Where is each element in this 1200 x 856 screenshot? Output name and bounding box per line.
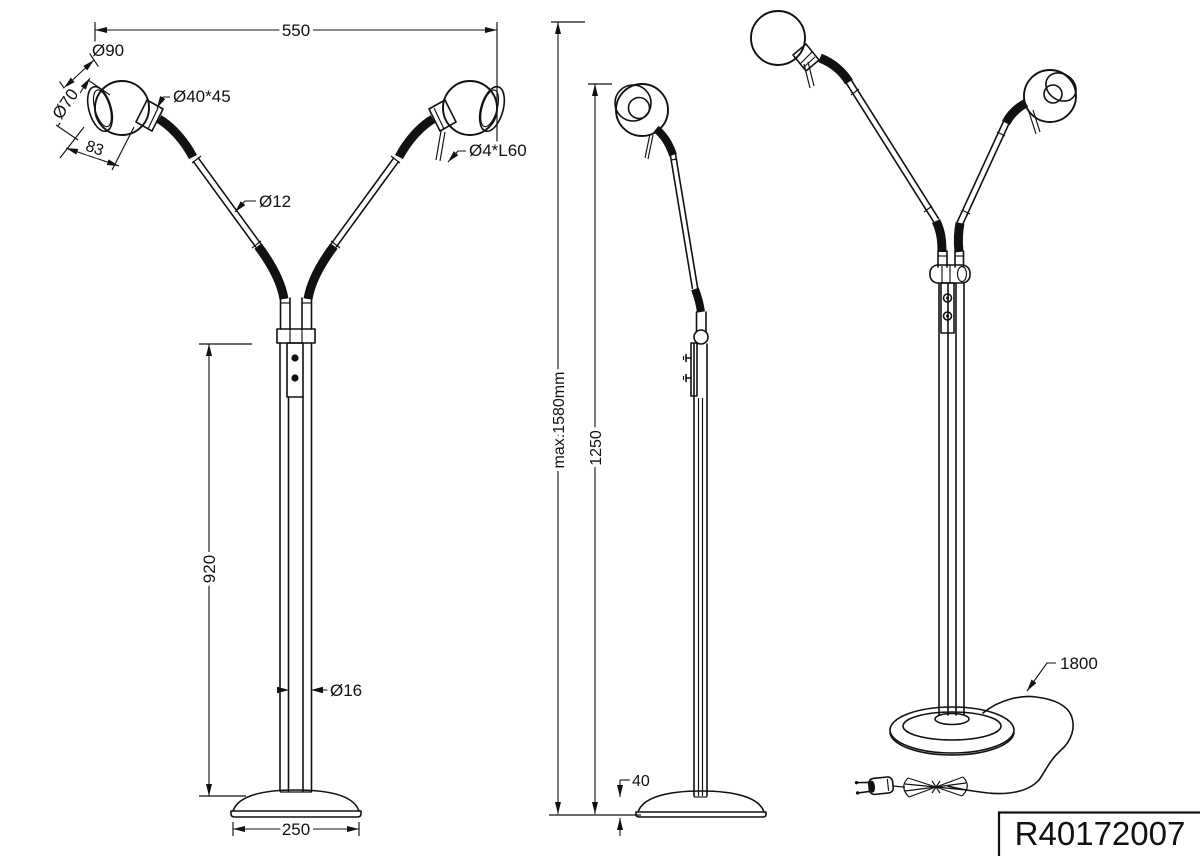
dim-d90-label: Ø90 xyxy=(92,41,124,60)
arm-tube xyxy=(845,82,935,223)
front-right-lamp-head xyxy=(301,80,506,330)
dim-16: Ø16 xyxy=(277,678,366,704)
arm-clamp xyxy=(276,328,316,344)
gooseneck-upper xyxy=(818,53,853,85)
adjust-pin xyxy=(644,133,651,159)
dim-1250-label: 1250 xyxy=(588,430,605,466)
adjust-pin xyxy=(803,63,811,89)
side-base xyxy=(635,790,767,818)
base-dome xyxy=(637,790,765,813)
dim-1800: 1800 xyxy=(1026,651,1101,692)
dim-pin-label: Ø4*L60 xyxy=(469,141,527,160)
adjust-pin xyxy=(435,130,442,161)
arm-tube xyxy=(335,161,400,248)
base-dome xyxy=(232,789,360,812)
dim-920-label: 920 xyxy=(200,555,219,583)
persp-pole xyxy=(929,264,971,716)
gooseneck-lower xyxy=(691,287,705,313)
gooseneck-upper xyxy=(156,115,197,160)
adjust-pin xyxy=(1028,111,1037,135)
switch-plate xyxy=(286,342,304,398)
part-number-box: R40172007 xyxy=(997,811,1200,856)
persp-right-lamp-head xyxy=(953,69,1077,268)
gooseneck-lower xyxy=(953,222,965,253)
pole-collar xyxy=(934,712,970,726)
arm-tube xyxy=(956,121,1005,223)
switch-plate xyxy=(690,342,698,397)
switch-button-2 xyxy=(942,311,953,321)
cord-coil xyxy=(892,776,968,798)
perspective-view: 1800 xyxy=(750,10,1101,798)
dim-d70-label: Ø70 xyxy=(49,85,83,122)
dim-max-height-label: max.1580mm xyxy=(551,372,568,469)
dim-550: 550 xyxy=(94,18,498,152)
front-view: 550 xyxy=(45,18,530,843)
dim-1250: 1250 xyxy=(585,83,612,814)
gooseneck-upper xyxy=(653,125,677,157)
side-view: max.1580mm 1250 xyxy=(548,21,767,836)
switch-button-1 xyxy=(291,354,299,362)
switch-button-2 xyxy=(291,374,299,382)
persp-left-lamp-head xyxy=(750,10,948,268)
dim-83-label: 83 xyxy=(83,138,105,160)
front-pole xyxy=(276,328,316,792)
side-lamp-head xyxy=(614,83,709,345)
dim-40-label: 40 xyxy=(632,773,650,790)
dim-1800-label: 1800 xyxy=(1060,654,1098,673)
lamp-head-ball xyxy=(750,10,806,66)
clamp-end xyxy=(693,329,709,345)
cord-loop xyxy=(947,695,1074,795)
dim-head-annotations: Ø90 Ø70 83 Ø40*45 Ø4*L60 Ø12 xyxy=(45,38,530,215)
dim-max-height: max.1580mm xyxy=(548,21,585,814)
lamp-head-ball xyxy=(1023,69,1077,123)
arm-tube xyxy=(192,161,257,248)
side-pole xyxy=(682,342,708,797)
base-outer xyxy=(889,706,1015,754)
gooseneck-lower xyxy=(303,243,338,300)
front-base xyxy=(230,789,362,818)
gooseneck-upper xyxy=(395,115,436,160)
dim-socket-label: Ø40*45 xyxy=(173,87,231,106)
arm-tube xyxy=(669,154,694,290)
switch-plate xyxy=(940,282,955,334)
dim-920: 920 xyxy=(197,343,252,797)
dim-16-label: Ø16 xyxy=(330,681,362,700)
lamp-head-ball xyxy=(442,80,498,136)
base-top xyxy=(902,711,1002,741)
gooseneck-lower xyxy=(254,243,289,300)
power-cord xyxy=(947,695,1074,795)
dim-550-label: 550 xyxy=(282,21,310,40)
lamp-head-ball xyxy=(94,80,150,136)
persp-base xyxy=(889,706,1015,756)
dim-40: 40 xyxy=(617,770,653,836)
dim-250: 250 xyxy=(232,817,360,843)
lamp-socket xyxy=(428,99,457,132)
dim-arm-label: Ø12 xyxy=(259,192,291,211)
power-plug xyxy=(854,776,895,796)
gooseneck-upper xyxy=(1001,99,1029,126)
gooseneck-lower xyxy=(931,218,947,253)
plug-prong xyxy=(856,781,870,784)
switch-button-1 xyxy=(942,293,953,303)
part-number-label: R40172007 xyxy=(1015,815,1186,852)
dim-250-label: 250 xyxy=(282,820,310,839)
lamp-socket xyxy=(792,43,820,72)
